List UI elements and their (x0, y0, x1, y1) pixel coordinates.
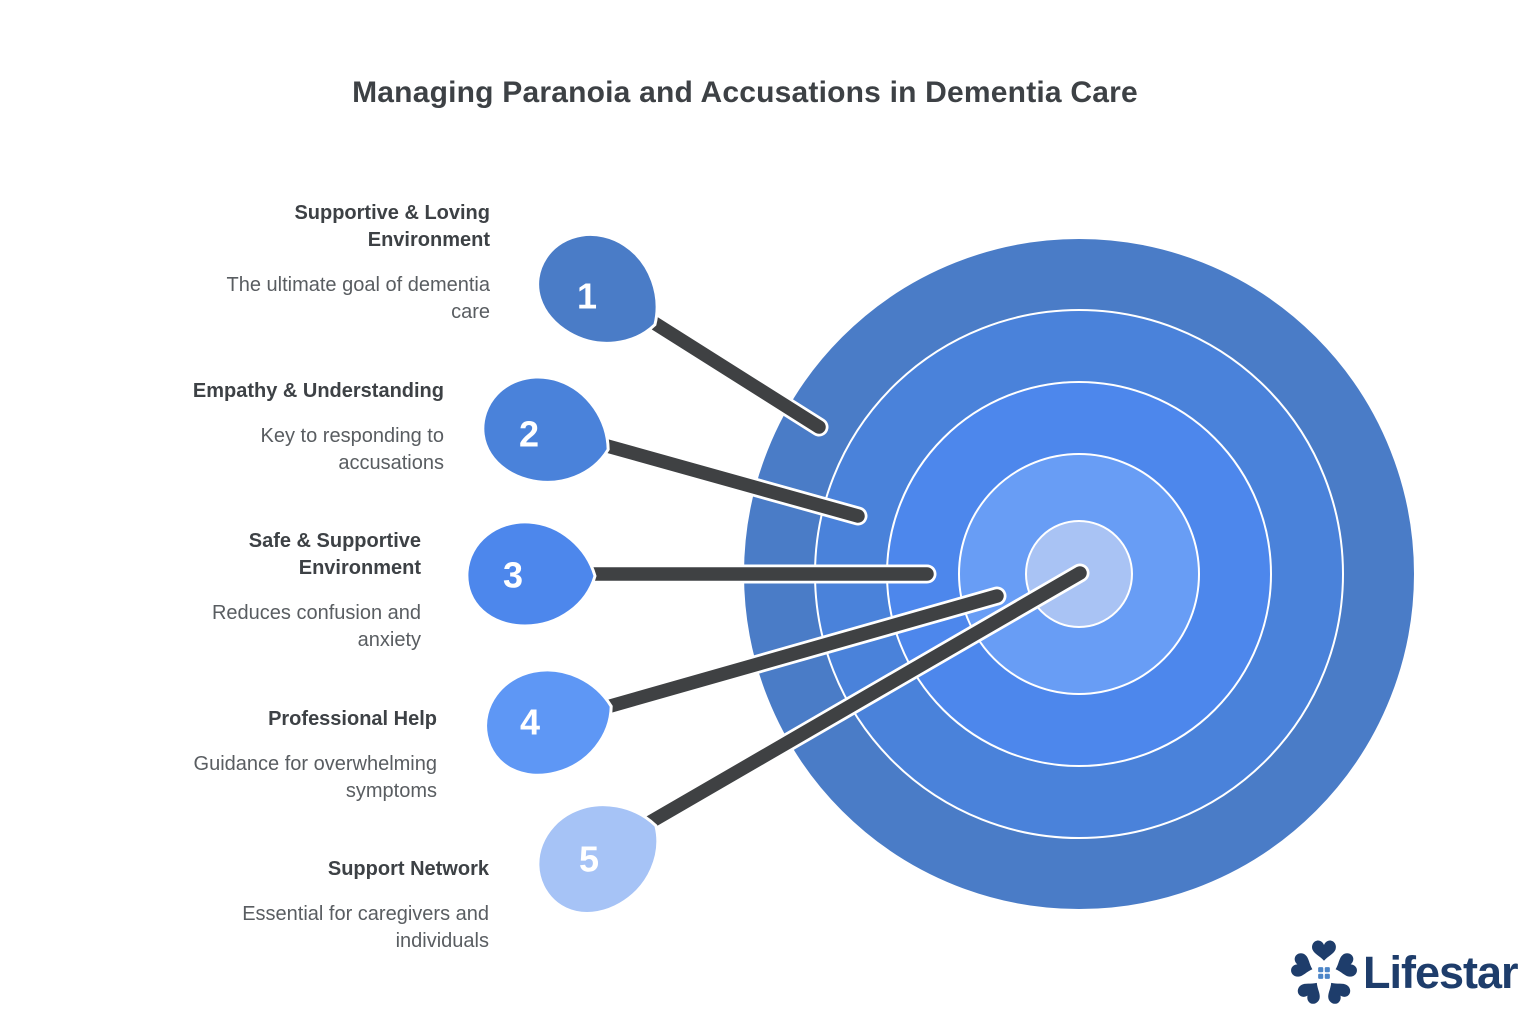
item-2-label: Empathy & Understanding (192, 380, 444, 402)
item-3-description: Reduces confusion and anxiety (211, 602, 421, 651)
item-number-4: 4 (520, 702, 540, 743)
page-title: Managing Paranoia and Accusations in Dem… (352, 76, 1138, 109)
item-3-label: Safe & Supportive Environment (248, 530, 421, 579)
window-pane (1324, 967, 1330, 973)
heart-petal-icon (1335, 953, 1357, 977)
lifestar-star-of-hearts-house-icon (1291, 940, 1357, 1004)
item-1-description: The ultimate goal of dementia care (226, 274, 491, 323)
item-2: Empathy & Understanding Key to respondin… (104, 378, 444, 477)
heart-petal-icon (1297, 982, 1320, 1004)
item-3: Safe & Supportive Environment Reduces co… (81, 528, 421, 654)
item-5-label: Support Network (327, 858, 489, 880)
lifestar-logo-text: Lifestar (1363, 947, 1519, 998)
heart-petal-icon (1328, 982, 1351, 1004)
item-marker-blob-3 (465, 520, 597, 628)
window-pane (1318, 967, 1324, 973)
dart-lines (580, 304, 1090, 838)
item-number-3: 3 (503, 555, 523, 596)
item-4-label: Professional Help (268, 708, 437, 730)
dart-2-line (593, 437, 865, 523)
item-marker-blob-5 (536, 803, 660, 915)
heart-petal-icon (1291, 953, 1313, 977)
heart-petals (1291, 940, 1357, 1004)
lifestar-logo: Lifestar (1290, 938, 1519, 1008)
item-5-description: Essential for caregivers and individuals (242, 903, 489, 952)
item-marker-blob-2 (481, 375, 610, 484)
item-4-description: Guidance for overwhelming symptoms (193, 753, 437, 802)
item-marker-blob-4 (484, 668, 613, 777)
window-pane (1318, 973, 1324, 979)
item-number-1: 1 (577, 276, 597, 317)
dart-1-line (633, 307, 826, 434)
item-markers: 1 2 3 4 5 (465, 232, 660, 915)
item-number-2: 2 (519, 414, 539, 455)
heart-petal-icon (1312, 940, 1336, 961)
window-pane (1324, 973, 1330, 979)
item-1-label: Supportive & Loving Environment (294, 202, 490, 251)
item-2-description: Key to responding to accusations (260, 425, 444, 474)
dart-5-line (633, 566, 1087, 835)
item-number-5: 5 (579, 839, 599, 880)
item-marker-blob-1 (536, 232, 659, 345)
item-5: Support Network Essential for caregivers… (149, 856, 489, 955)
item-4: Professional Help Guidance for overwhelm… (97, 706, 437, 805)
house-window-icon (1318, 967, 1330, 979)
item-1: Supportive & Loving Environment The ulti… (150, 200, 491, 326)
dart-4-line (593, 589, 1004, 716)
